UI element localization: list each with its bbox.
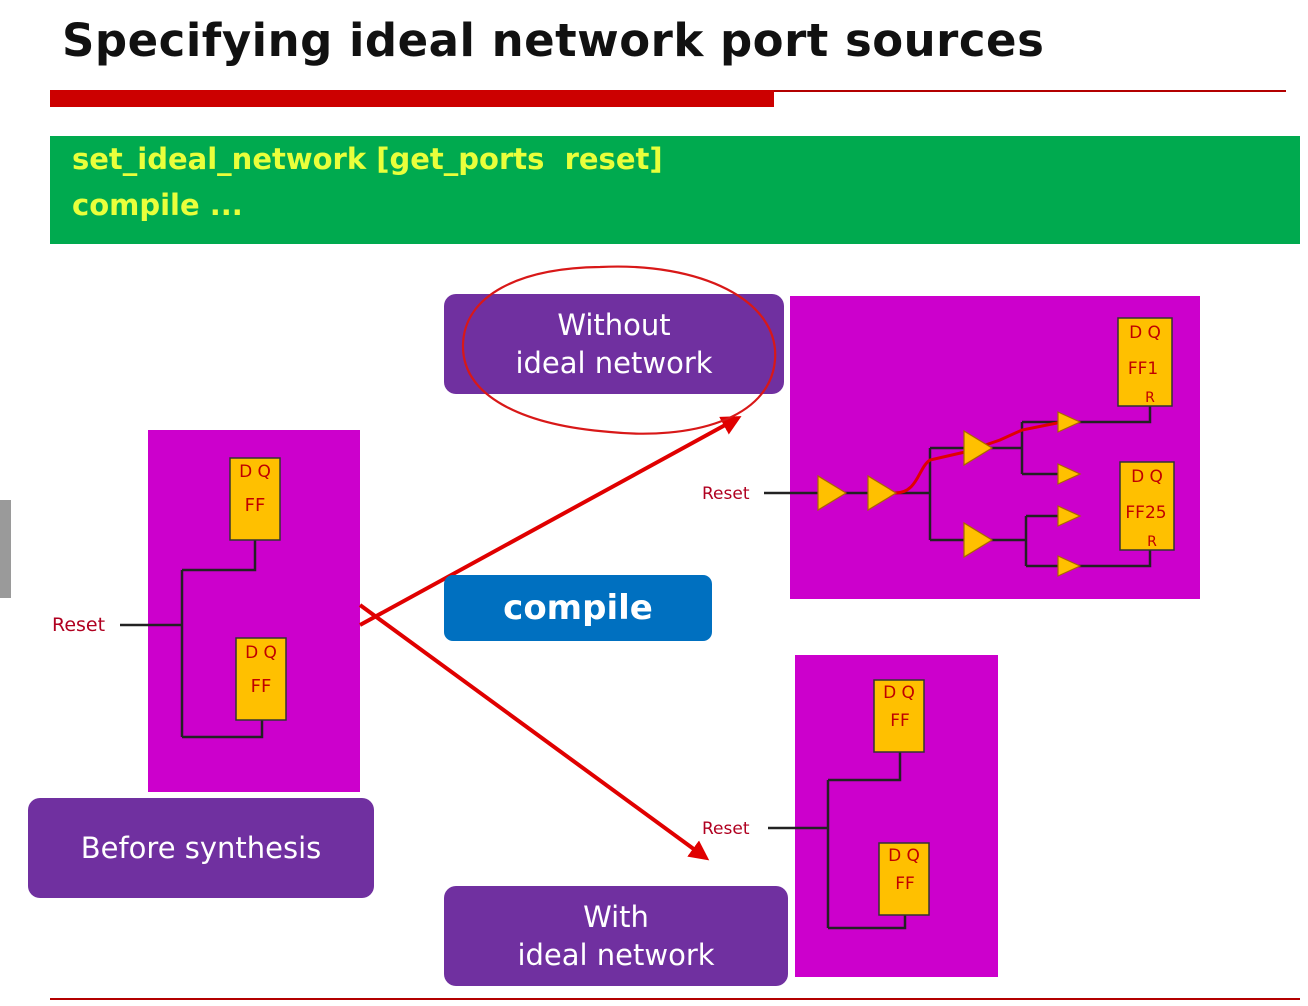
svg-text:D Q: D Q (1129, 323, 1161, 343)
before-ff-bottom: D Q FF (235, 637, 287, 721)
command-line-2: compile ... (72, 188, 243, 222)
reset-buffers (817, 411, 1082, 577)
ff25: D Q FF25 R (1119, 461, 1175, 551)
before-synthesis-label: Before synthesis (28, 798, 374, 898)
with-reset-label: Reset (702, 819, 750, 839)
critical-reset-path (894, 420, 1063, 495)
svg-text:R: R (1145, 390, 1155, 406)
footer-line (50, 998, 1300, 1000)
svg-text:FF: FF (890, 711, 910, 731)
before-ff-top: D Q FF (229, 457, 281, 541)
page-title: Specifying ideal network port sources (62, 14, 1045, 67)
svg-text:FF: FF (895, 874, 915, 894)
compile-label: compile (444, 575, 712, 641)
svg-text:FF: FF (251, 676, 272, 697)
with-ff-top: D Q FF (873, 679, 925, 753)
svg-text:D Q: D Q (883, 683, 915, 703)
svg-text:D Q: D Q (888, 846, 920, 866)
svg-text:FF1: FF1 (1128, 359, 1158, 379)
command-band: set_ideal_network [get_ports reset] comp… (50, 136, 1300, 244)
title-underline-thin (774, 90, 1286, 92)
before-reset-label: Reset (52, 614, 105, 636)
svg-text:D Q: D Q (1131, 467, 1163, 487)
arrow-to-without (359, 416, 742, 627)
with-ff-bottom: D Q FF (878, 842, 930, 916)
with-wires (768, 752, 907, 930)
title-underline-red (50, 90, 774, 107)
svg-text:D Q: D Q (245, 643, 277, 663)
svg-text:R: R (1147, 534, 1157, 550)
command-line-1: set_ideal_network [get_ports reset] (72, 142, 663, 176)
side-tab (0, 500, 11, 598)
svg-text:FF25: FF25 (1125, 503, 1166, 523)
without-reset-label: Reset (702, 484, 750, 504)
ff1: D Q FF1 R (1117, 317, 1173, 407)
svg-text:FF: FF (245, 495, 266, 516)
svg-text:D Q: D Q (239, 462, 271, 482)
arrow-to-with (358, 603, 710, 861)
before-wires (120, 540, 264, 739)
